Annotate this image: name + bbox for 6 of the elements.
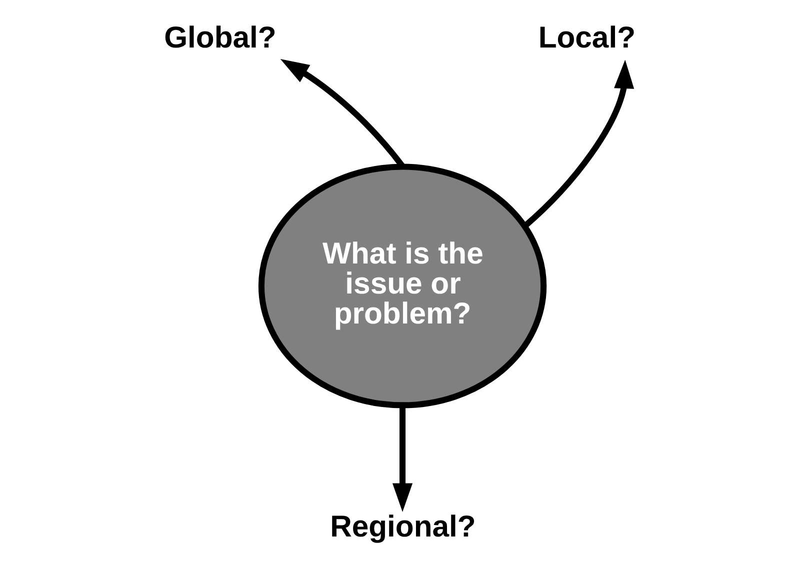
- node-text: Local?: [538, 22, 636, 55]
- arrow: [523, 60, 634, 228]
- arrow: [392, 405, 413, 512]
- node-ellipse: What is the issue or problem?: [258, 164, 547, 408]
- node-text: Global?: [164, 22, 276, 55]
- node-text: Regional?: [330, 510, 476, 544]
